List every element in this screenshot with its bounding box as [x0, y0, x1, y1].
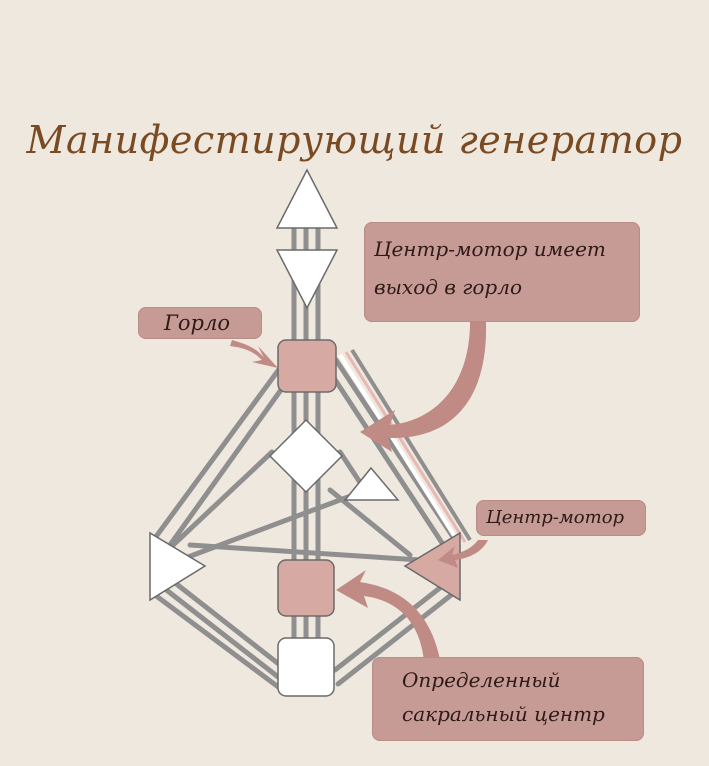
sacral-label: Определенный сакральный центр	[372, 657, 644, 741]
sacral-center	[277, 559, 335, 617]
diagram-title: Манифестирующий генератор	[26, 118, 683, 162]
ajna-center	[275, 249, 339, 310]
root-center	[277, 637, 335, 697]
solar-plexus-center	[403, 531, 461, 602]
throat-pointer	[230, 340, 278, 368]
spleen-center	[149, 531, 207, 602]
motor-pointer	[438, 540, 488, 568]
motor-throat-label: Центр-мотор имеет выход в горло	[364, 222, 640, 322]
motor-label-text: Центр-мотор	[486, 507, 625, 528]
heart-center	[343, 466, 400, 501]
motor-label: Центр-мотор	[476, 500, 646, 536]
sacral-label-line-2: сакральный центр	[402, 702, 605, 726]
throat-label-text: Горло	[164, 311, 231, 335]
throat-label: Горло	[138, 307, 262, 339]
channels	[152, 222, 458, 695]
head-center	[275, 168, 339, 229]
centers	[149, 168, 461, 697]
g-center	[268, 418, 344, 494]
motor-throat-pointer	[360, 322, 487, 452]
pointer-arrows	[230, 322, 488, 662]
sacral-pointer	[336, 570, 440, 662]
motor-throat-label-line-2: выход в горло	[374, 275, 523, 299]
motor-channel	[338, 348, 472, 547]
motor-throat-label-line-1: Центр-мотор имеет	[374, 237, 606, 261]
sacral-label-line-1: Определенный	[402, 668, 561, 692]
throat-center	[277, 339, 337, 393]
